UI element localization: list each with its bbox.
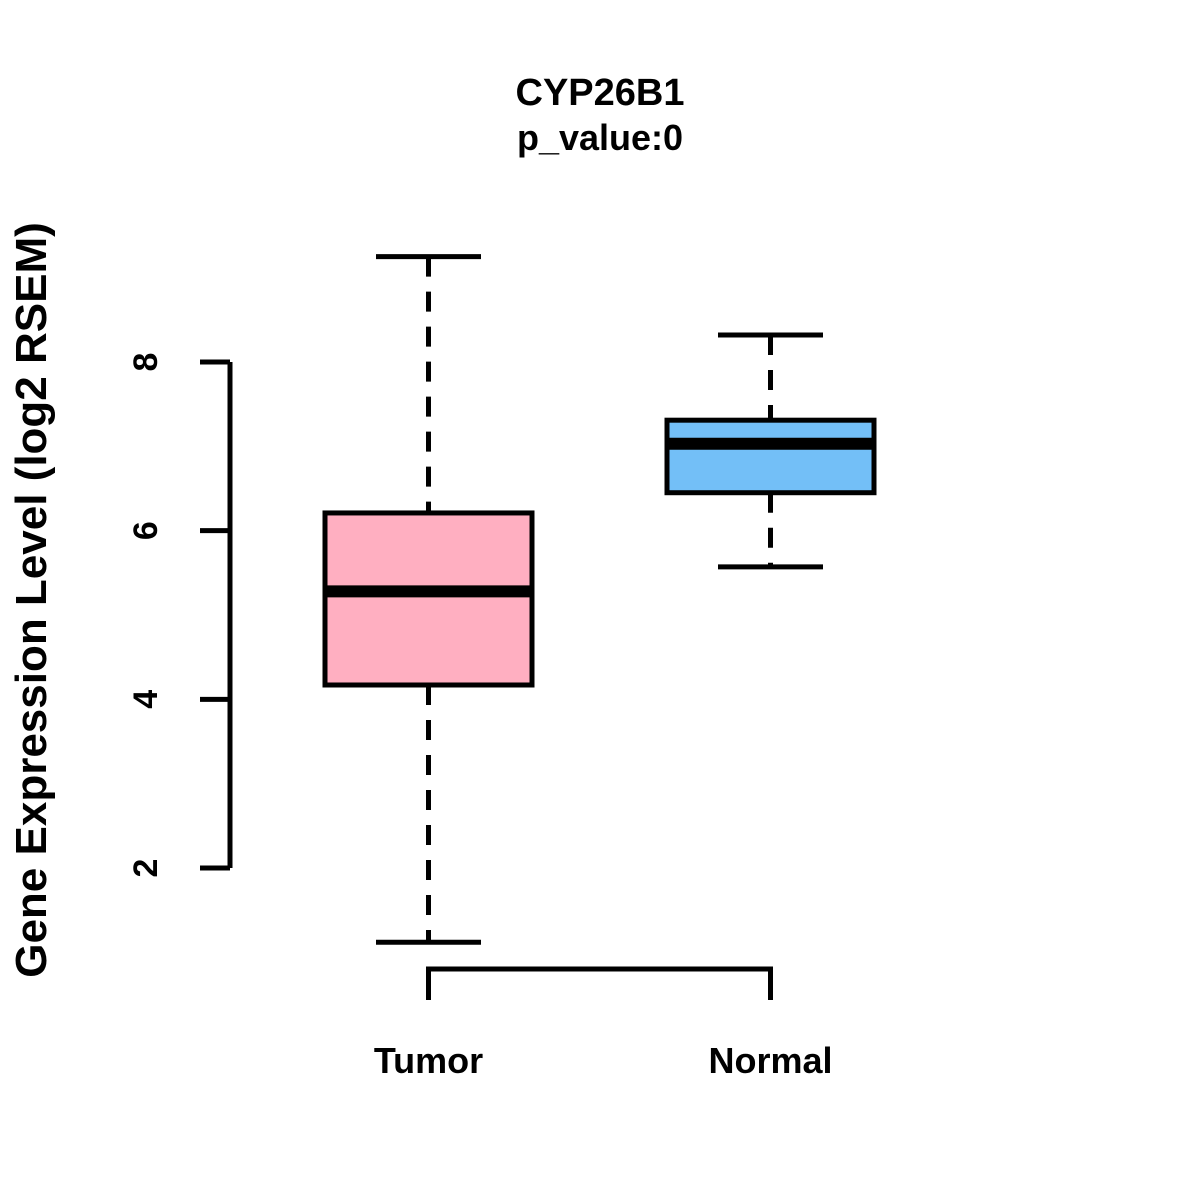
x-category-label-tumor: Tumor <box>374 1040 483 1081</box>
x-axis-bracket <box>426 966 773 1000</box>
y-axis-tick-label: 6 <box>127 521 165 540</box>
y-axis-tick-label: 4 <box>127 690 165 709</box>
y-axis-tick-label: 2 <box>127 859 165 878</box>
y-axis-title: Gene Expression Level (log2 RSEM) <box>7 222 56 978</box>
chart-title: CYP26B1 <box>516 72 685 114</box>
tumor-box <box>322 510 535 688</box>
x-category-label-normal: Normal <box>708 1040 832 1081</box>
y-axis-tick-label: 8 <box>127 353 165 372</box>
normal-box <box>664 417 877 496</box>
chart-subtitle-pvalue: p_value:0 <box>517 117 683 158</box>
